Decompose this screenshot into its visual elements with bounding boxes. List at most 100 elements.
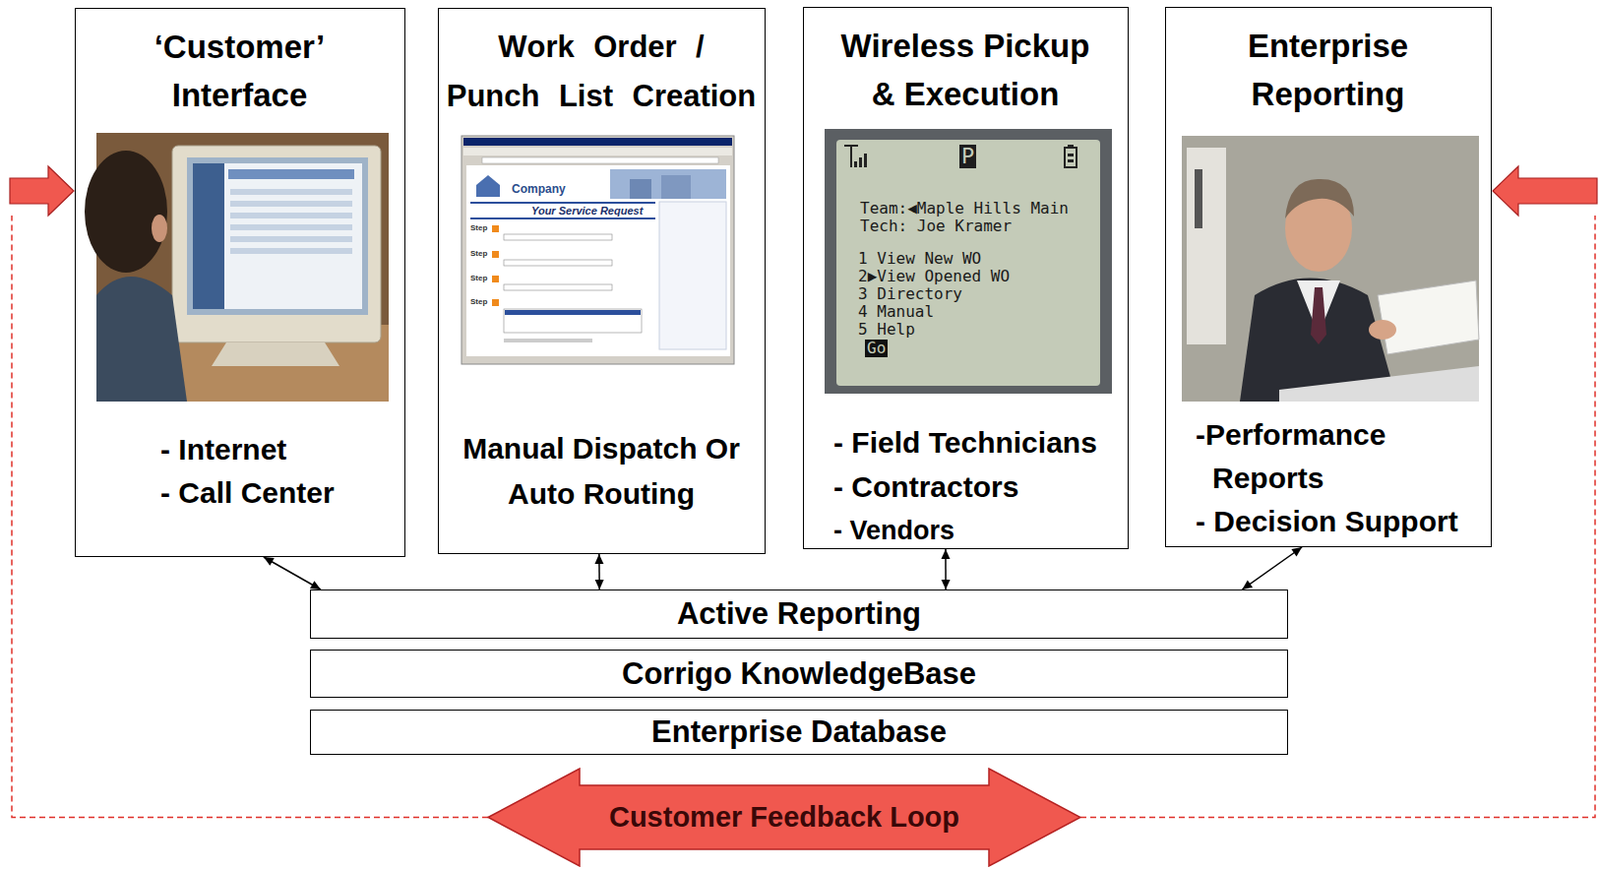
screen-text: 1 View New WO [858,249,982,268]
phone-screen-part [854,161,858,168]
connector [9,166,489,818]
connector [594,553,604,590]
arrow-head [263,556,275,566]
box-body-text: - Call Center [160,471,397,515]
feedback-dashed-line [11,215,489,818]
band-label: Active Reporting [676,596,922,632]
screen-text: 3 Directory [858,285,963,304]
executive-photo-part [1279,366,1479,402]
service-request-screenshot-part [610,169,727,199]
service-request-screenshot-part [466,165,731,357]
phone-screen-part [1067,153,1074,157]
customer-photo-part [84,150,168,273]
phone-screen [824,128,1112,394]
service-request-screenshot-part [492,299,499,307]
double-arrow-outline [488,768,1081,866]
layer-band: Active Reporting [309,589,1289,639]
phone-screen-part [1067,144,1074,148]
executive-photo-part [1194,169,1203,229]
process-box: Enterprise Reporting-Performance Reports… [1165,6,1492,548]
screen-text: Team:◀Maple Hills Main [860,199,1069,218]
connector-line [1241,547,1302,590]
customer-photo-part [151,214,168,243]
box-body: Manual Dispatch Or Auto Routing [453,426,749,517]
layer-band: Enterprise Database [309,709,1289,755]
service-request-screenshot-part [461,135,735,365]
service-request-screenshot-part [492,225,499,233]
box-body: -Performance Reports- Decision Support [1195,413,1481,544]
box-body-text: -Performance Reports [1195,413,1481,500]
service-request-screenshot-part [661,175,691,199]
box-body-text: - Vendors [833,508,1125,554]
box-body-text: - Field Technicians [833,421,1125,466]
screen-text: P [959,144,977,169]
phone-screen-part [1067,159,1074,163]
executive-photo-part [1181,135,1479,402]
phone-screen-part [863,153,867,168]
phone-screen-part [1064,147,1077,168]
service-request-screenshot-part [503,259,613,266]
screen-text: Tech: Joe Kramer [860,217,1012,236]
customer-photo-part [192,163,225,309]
service-request-screenshot [461,135,735,365]
arrow-head [1291,547,1302,556]
screen-text: 4 Manual [858,303,934,321]
box-body-text: - Decision Support [1195,499,1481,544]
customer-photo-part [230,200,353,207]
customer-photo-part [96,276,187,402]
box-body-text: - Contractors [833,465,1125,510]
screen-text: 2▶View Opened WO [858,267,1010,286]
feedback-dashed-line [1080,215,1596,818]
arrow-head [309,580,321,590]
feedback-arrow: Customer Feedback Loop [487,767,1082,867]
layer-band: Corrigo KnowledgeBase [309,649,1289,698]
executive-photo-part [1368,319,1397,340]
box-body: - Internet- Call Center [160,428,397,515]
customer-photo-part [211,342,340,367]
customer-photo-part [230,236,353,243]
process-box: ‘Customer’ Interface - Internet- Call Cen… [74,7,406,557]
phone-screen-part [824,128,1112,394]
screenshot-text: Your Service Request [531,204,643,217]
service-request-screenshot-part [492,275,499,283]
connector [263,556,321,590]
service-request-screenshot-part [470,201,656,204]
box-body-text: - Internet [160,428,397,472]
connector [1080,166,1598,818]
service-request-screenshot-part [504,309,641,315]
arrow-head [941,549,951,559]
screenshot-text: Step [470,274,488,284]
executive-photo-part [1377,280,1479,355]
screenshot-text: Company [511,183,566,196]
box-heading: Work Order / Punch List Creation [444,22,759,122]
box-heading: Wireless Pickup & Execution [832,21,1099,119]
customer-photo [84,132,389,402]
arrow-head [941,579,951,590]
service-request-screenshot-part [492,250,499,258]
customer-photo-part [172,145,381,343]
connector [941,549,951,590]
service-request-screenshot-part [463,356,733,363]
service-request-screenshot-part [503,234,613,241]
service-request-screenshot-part [463,147,733,156]
feedback-arrow-head [1492,166,1598,216]
service-request-screenshot-part [463,137,733,146]
service-request-screenshot-part [503,338,593,343]
screen-text: Go [864,339,888,358]
box-heading: ‘Customer’ Interface [112,22,369,120]
executive-photo [1181,135,1479,402]
screenshot-text: Step [470,224,488,234]
customer-photo-part [230,212,353,219]
screen-text: 5 Help [858,320,916,339]
customer-photo-part [230,224,353,231]
connector [1241,547,1302,590]
service-request-screenshot-part [503,284,613,291]
executive-photo-part [1186,147,1227,345]
arrow-head [594,553,604,564]
band-label: Enterprise Database [651,714,947,750]
phone-screen-part [836,139,1101,386]
executive-photo-part [1285,179,1354,219]
loop-label: Customer Feedback Loop [609,800,960,834]
arrow-head [595,579,605,590]
box-body: - Field Technicians- Contractors- Vendor… [833,421,1125,554]
